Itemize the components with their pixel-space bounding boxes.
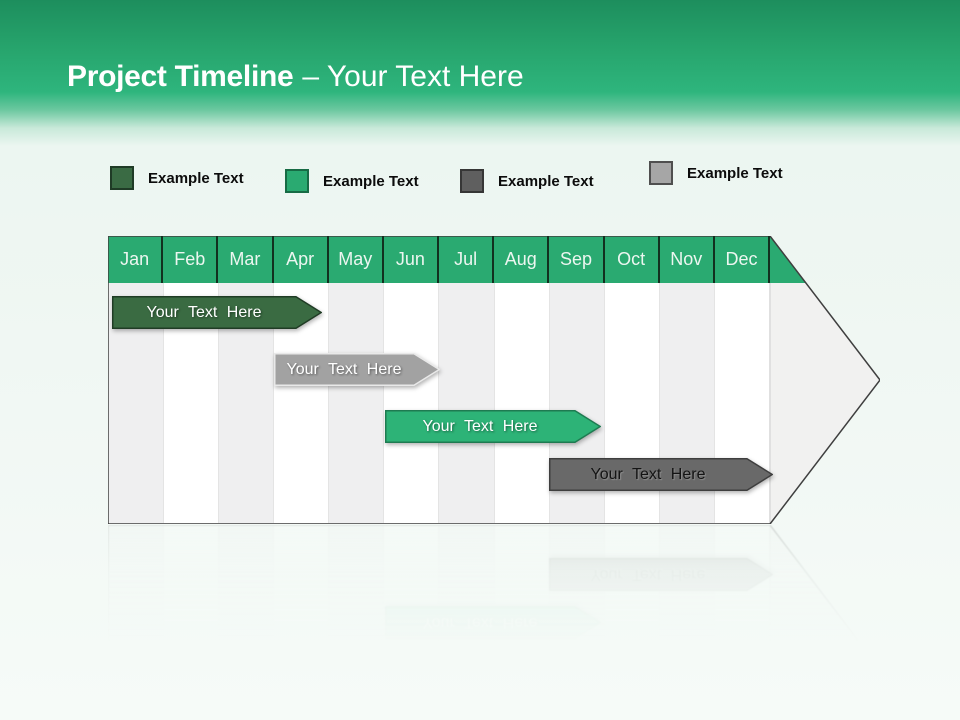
bar-label: Your Text Here [286, 360, 402, 378]
gantt-bar-1: Your Text Here [112, 296, 322, 329]
month-header-oct: Oct [605, 236, 660, 283]
gantt-bar-2: Your Text Here [274, 353, 440, 386]
legend-item-label: Example Text [687, 164, 783, 182]
month-header-nov: Nov [660, 236, 715, 283]
bar-label: Your Text Here [590, 465, 706, 483]
legend-item-label: Example Text [148, 169, 244, 187]
month-column-aug [494, 283, 550, 523]
title-bold-text: Project Timeline [67, 60, 294, 93]
legend-item-label: Example Text [498, 172, 594, 190]
slide-title: Project Timeline– Your Text Here [67, 60, 524, 94]
month-header-dec: Dec [715, 236, 771, 283]
bar-label: Your Text Here [146, 303, 262, 321]
bar-arrow-shape [549, 458, 773, 491]
month-column-may [329, 283, 385, 523]
month-header-sep: Sep [549, 236, 605, 283]
legend-item-label: Example Text [323, 172, 419, 190]
legend-swatch-dark-gray [460, 169, 484, 193]
legend-item-green: Example Text [285, 169, 419, 193]
month-header-may: May [329, 236, 384, 283]
bar-arrow-shape [274, 353, 440, 386]
arrow-outline [108, 236, 880, 524]
title-light-text: – Your Text Here [302, 60, 524, 93]
legend-swatch-dark-green [110, 166, 134, 190]
month-header-band [108, 236, 806, 283]
legend-swatch-light-gray [649, 161, 673, 185]
legend-item-dark-green: Example Text [110, 166, 244, 190]
legend-swatch-green [285, 169, 309, 193]
month-column-jul [439, 283, 495, 523]
bar-arrow-shape [385, 410, 601, 443]
gantt-bar-4: Your Text Here [549, 458, 773, 491]
bar-arrow-shape [112, 296, 322, 329]
month-header-aug: Aug [494, 236, 550, 283]
month-header-mar: Mar [218, 236, 274, 283]
month-header-feb: Feb [163, 236, 219, 283]
month-column-jun [384, 283, 440, 523]
legend-item-light-gray: Example Text [649, 161, 783, 185]
legend-item-dark-gray: Example Text [460, 169, 594, 193]
month-header-jul: Jul [439, 236, 495, 283]
month-header-apr: Apr [274, 236, 329, 283]
gantt-bar-3: Your Text Here [385, 410, 601, 443]
bar-label: Your Text Here [422, 417, 538, 435]
month-header-jan: Jan [108, 236, 164, 283]
month-header-jun: Jun [384, 236, 440, 283]
